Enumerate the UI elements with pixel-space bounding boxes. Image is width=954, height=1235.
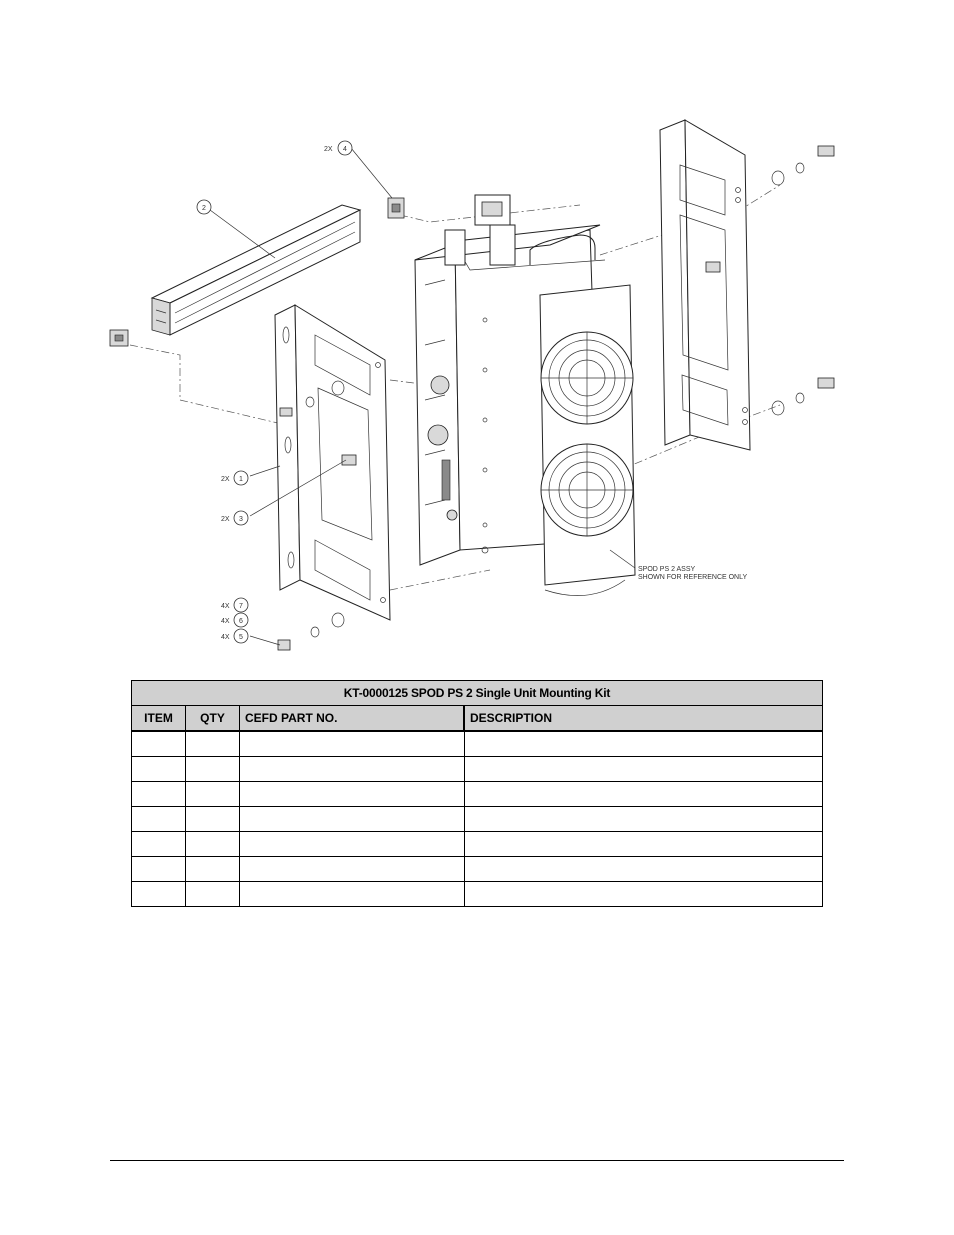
cell-part-no xyxy=(239,881,465,907)
reference-note-line2: SHOWN FOR REFERENCE ONLY xyxy=(638,574,747,581)
svg-text:1: 1 xyxy=(239,476,243,483)
table-row xyxy=(131,806,823,832)
cell-qty xyxy=(185,856,240,882)
cell-qty xyxy=(185,806,240,832)
balloon-item-2: 2 xyxy=(196,199,212,215)
table-row xyxy=(131,856,823,882)
svg-text:5: 5 xyxy=(239,634,243,641)
cell-part-no xyxy=(239,756,465,782)
svg-text:6: 6 xyxy=(239,618,243,625)
svg-text:4: 4 xyxy=(343,146,347,153)
cell-part-no xyxy=(239,806,465,832)
svg-text:3: 3 xyxy=(239,516,243,523)
cell-part-no xyxy=(239,831,465,857)
table-row xyxy=(131,831,823,857)
cell-qty xyxy=(185,781,240,807)
table-row xyxy=(131,730,823,757)
balloon-item-5: 4X 5 xyxy=(221,628,249,644)
cell-item xyxy=(131,831,186,857)
cell-description xyxy=(463,831,823,857)
cell-part-no xyxy=(239,730,465,757)
cell-qty xyxy=(185,881,240,907)
left-mounting-bracket xyxy=(274,304,391,621)
reference-note-line1: SPOD PS 2 ASSY xyxy=(638,566,696,573)
svg-text:2X: 2X xyxy=(324,146,333,153)
cell-description xyxy=(463,806,823,832)
power-supply-unit xyxy=(414,194,636,596)
cell-qty xyxy=(185,730,240,757)
table-title: KT-0000125 SPOD PS 2 Single Unit Mountin… xyxy=(131,680,823,706)
cell-item xyxy=(131,806,186,832)
balloon-item-1: 2X 1 xyxy=(221,470,249,486)
balloon-item-7: 4X 7 xyxy=(221,597,249,613)
balloon-item-4: 2X 4 xyxy=(324,140,353,156)
cell-description xyxy=(463,856,823,882)
cell-description xyxy=(463,781,823,807)
cell-item xyxy=(131,756,186,782)
svg-text:2: 2 xyxy=(202,205,206,212)
table-row xyxy=(131,881,823,907)
exploded-assembly-drawing: 2X 4 2 2X 1 2X 3 4X 7 4X 6 4X 5 SPOD PS … xyxy=(109,119,835,651)
hardware-left xyxy=(277,380,357,651)
svg-text:4X: 4X xyxy=(221,634,230,641)
parts-list-table: KT-0000125 SPOD PS 2 Single Unit Mountin… xyxy=(131,680,823,907)
table-row xyxy=(131,781,823,807)
right-mounting-bracket xyxy=(659,119,751,451)
cell-item xyxy=(131,781,186,807)
cell-item xyxy=(131,856,186,882)
cell-qty xyxy=(185,756,240,782)
svg-text:4X: 4X xyxy=(221,618,230,625)
column-header-item: ITEM xyxy=(131,705,186,732)
cell-description xyxy=(463,730,823,757)
hardware-right xyxy=(705,145,835,416)
cell-item xyxy=(131,730,186,757)
balloon-item-6: 4X 6 xyxy=(221,612,249,628)
table-row xyxy=(131,756,823,782)
column-header-qty: QTY xyxy=(185,705,240,732)
cell-description xyxy=(463,756,823,782)
svg-text:4X: 4X xyxy=(221,603,230,610)
table-header-row: ITEM QTY CEFD PART NO. DESCRIPTION xyxy=(131,705,823,732)
svg-text:2X: 2X xyxy=(221,516,230,523)
cell-item xyxy=(131,881,186,907)
channel-rail xyxy=(150,204,362,336)
balloon-item-3: 2X 3 xyxy=(221,510,249,526)
cell-description xyxy=(463,881,823,907)
cell-part-no xyxy=(239,856,465,882)
svg-text:2X: 2X xyxy=(221,476,230,483)
column-header-part-no: CEFD PART NO. xyxy=(239,705,465,732)
column-header-description: DESCRIPTION xyxy=(463,705,823,732)
cell-part-no xyxy=(239,781,465,807)
footer-rule xyxy=(110,1160,844,1161)
cell-qty xyxy=(185,831,240,857)
svg-text:7: 7 xyxy=(239,603,243,610)
